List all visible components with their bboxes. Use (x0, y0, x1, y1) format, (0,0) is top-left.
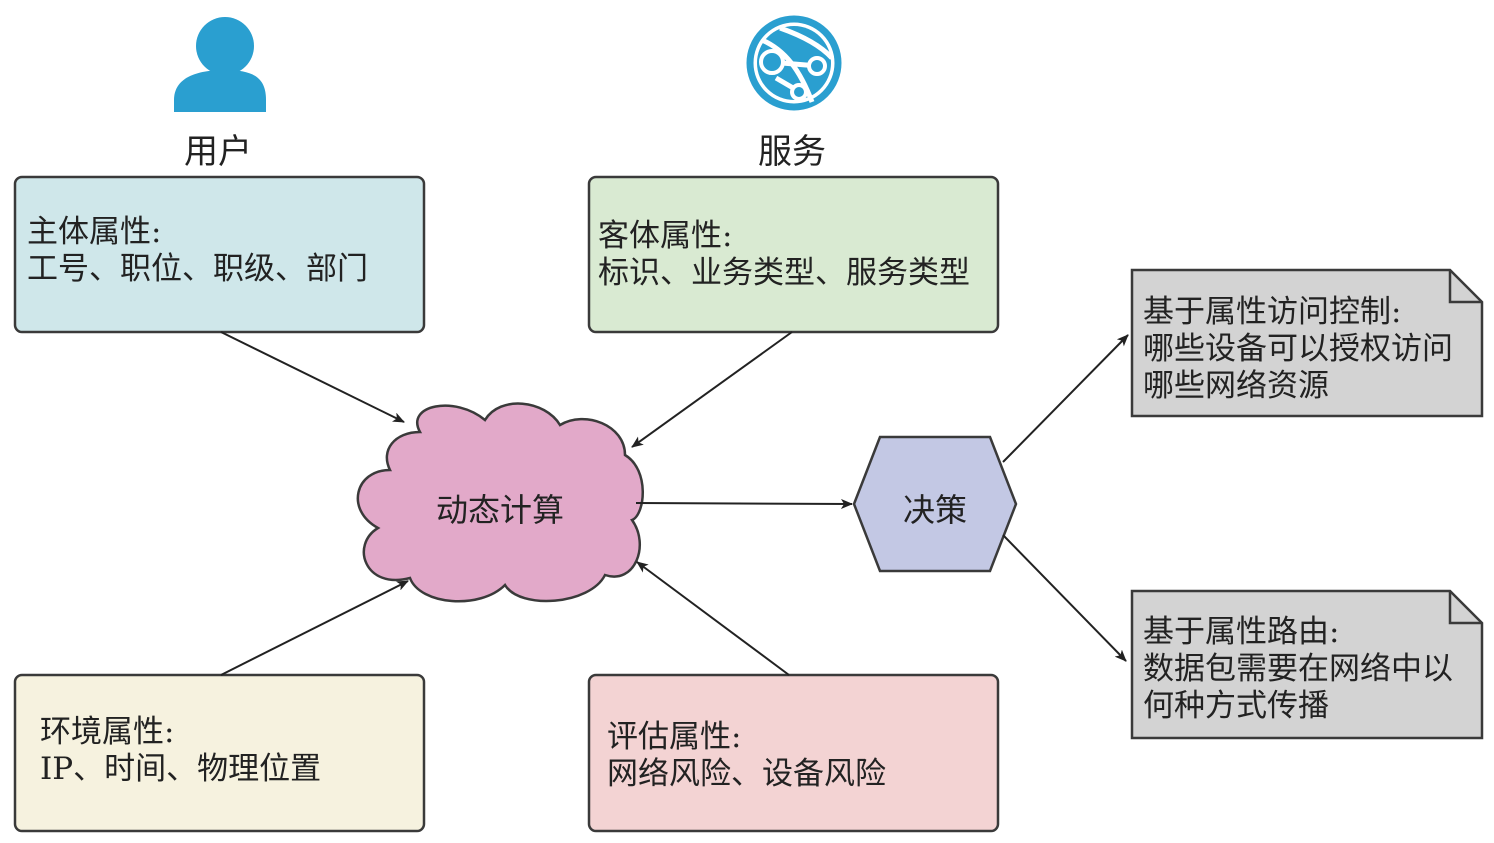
environment-attributes-box (13, 673, 426, 833)
routing-note-line2: 数据包需要在网络中以 (1143, 651, 1453, 687)
arrow-assessment-to-compute (636, 561, 790, 676)
assessment-attributes-text: 评估属性: 网络风险、设备风险 (607, 719, 886, 793)
routing-note-line1: 基于属性路由: (1143, 614, 1340, 650)
subject-attributes-title: 主体属性: (27, 214, 162, 250)
environment-attributes-title: 环境属性: (40, 714, 175, 750)
access-control-note-text: 基于属性访问控制: 哪些设备可以授权访问 哪些网络资源 (1143, 294, 1453, 405)
access-control-note-line2: 哪些设备可以授权访问 (1143, 331, 1453, 367)
user-label: 用户 (184, 132, 252, 172)
object-attributes-content: 标识、业务类型、服务类型 (598, 255, 970, 291)
environment-attributes-content: IP、时间、物理位置 (40, 751, 322, 787)
object-attributes-title: 客体属性: (598, 218, 733, 254)
access-control-note-line1: 基于属性访问控制: (1143, 294, 1402, 330)
assessment-attributes-content: 网络风险、设备风险 (607, 756, 886, 792)
access-control-note-line3: 哪些网络资源 (1143, 368, 1329, 404)
routing-note-line3: 何种方式传播 (1143, 688, 1329, 724)
environment-attributes-text: 环境属性: IP、时间、物理位置 (40, 714, 321, 788)
arrow-compute-to-decision (635, 498, 853, 509)
arrow-subject-to-compute (220, 331, 405, 423)
globe-network-icon (746, 15, 842, 111)
dynamic-compute-cloud (356, 402, 644, 603)
decision-hexagon (852, 435, 1018, 573)
arrow-decision-to-access-note (1002, 334, 1129, 463)
routing-note (1130, 589, 1484, 740)
subject-attributes-box (13, 175, 426, 334)
user-icon (174, 17, 266, 112)
service-label: 服务 (758, 132, 826, 172)
subject-attributes-content: 工号、职位、职级、部门 (27, 251, 368, 287)
decision-label: 决策 (902, 491, 967, 529)
dynamic-compute-label: 动态计算 (435, 491, 564, 529)
assessment-attributes-box (587, 673, 1000, 833)
routing-note-text: 基于属性路由: 数据包需要在网络中以 何种方式传播 (1143, 614, 1453, 725)
arrow-decision-to-routing-note (1002, 534, 1127, 662)
subject-attributes-text: 主体属性: 工号、职位、职级、部门 (27, 214, 368, 288)
arrow-object-to-compute (631, 331, 793, 448)
object-attributes-text: 客体属性: 标识、业务类型、服务类型 (598, 218, 970, 292)
arrow-environment-to-compute (220, 580, 409, 676)
object-attributes-box (587, 175, 1000, 334)
access-control-note (1130, 268, 1484, 418)
assessment-attributes-title: 评估属性: (607, 719, 742, 755)
